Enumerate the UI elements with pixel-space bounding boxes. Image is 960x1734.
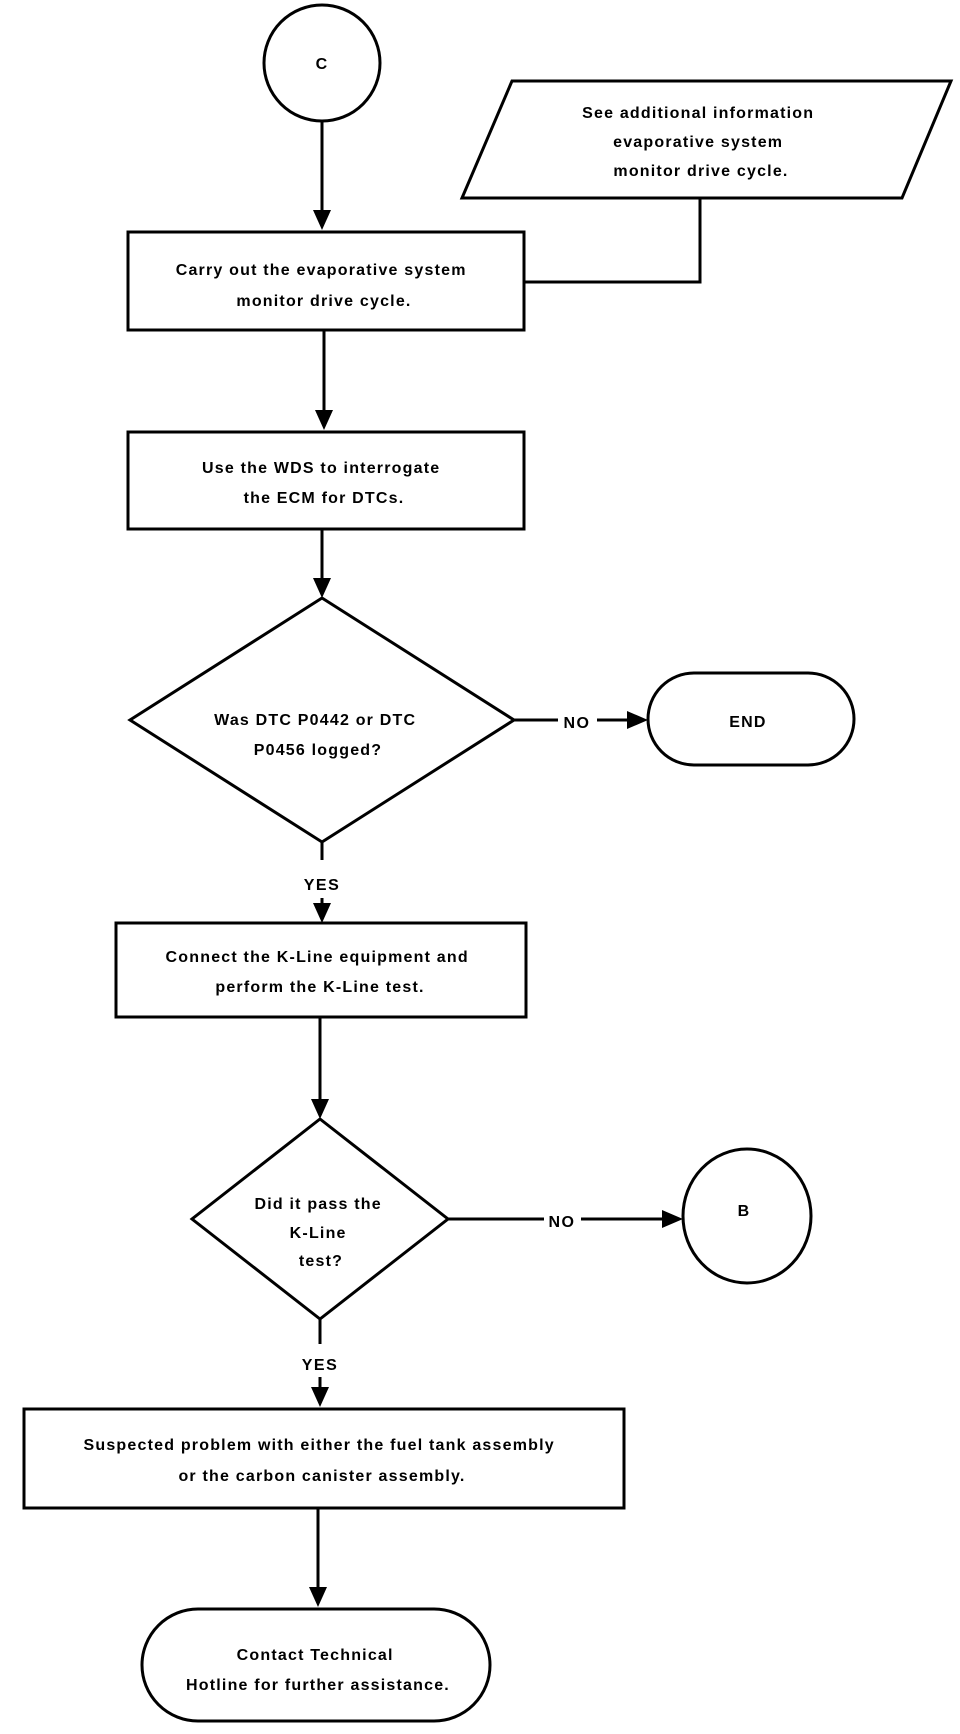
contact-line-1: Contact Technical bbox=[237, 1647, 394, 1664]
kline-no-label: NO bbox=[549, 1214, 576, 1231]
contact-line-2: Hotline for further assistance. bbox=[186, 1677, 450, 1694]
suspected-line-2: or the carbon canister assembly. bbox=[178, 1468, 465, 1485]
decision-dtc-logged: Was DTC P0442 or DTC P0456 logged? bbox=[127, 596, 517, 844]
terminal-contact-hotline: Contact Technical Hotline for further as… bbox=[140, 1607, 492, 1723]
svg-text:Connect the K-Line equipment a: Connect the K-Line equipment and perform… bbox=[166, 949, 475, 996]
additional-info-line-2: evaporative system bbox=[613, 134, 783, 151]
interrogate-line-1: Use the WDS to interrogate bbox=[202, 460, 440, 477]
arrowhead bbox=[315, 410, 333, 430]
connector-b: B bbox=[681, 1147, 813, 1285]
suspected-line-1: Suspected problem with either the fuel t… bbox=[83, 1437, 554, 1454]
svg-text:Suspected problem with either: Suspected problem with either the fuel t… bbox=[83, 1437, 560, 1485]
arrowhead bbox=[311, 1099, 329, 1119]
kline-pass-line-3: test? bbox=[299, 1253, 343, 1270]
decision-kline-pass: Did it pass the K-Line test? bbox=[189, 1117, 451, 1321]
additional-info-note: See additional information evaporative s… bbox=[459, 79, 954, 200]
arrowhead bbox=[313, 903, 331, 923]
connector-b-label: B bbox=[738, 1203, 751, 1220]
note-link-line bbox=[524, 198, 702, 284]
connector-c-label: C bbox=[316, 56, 329, 73]
drive-cycle-line-1: Carry out the evaporative system bbox=[176, 262, 467, 279]
arrowhead bbox=[311, 1387, 329, 1407]
step-kline-connect: Connect the K-Line equipment and perform… bbox=[114, 921, 528, 1019]
svg-text:See additional information: See additional information evaporative s… bbox=[582, 105, 820, 180]
connector-c: C bbox=[262, 3, 382, 123]
end-label: END bbox=[729, 714, 766, 731]
svg-text:Use the WDS to interrogate: Use the WDS to interrogate the ECM for D… bbox=[202, 460, 446, 507]
additional-info-line-3: monitor drive cycle. bbox=[613, 163, 788, 180]
dtc-logged-line-2: P0456 logged? bbox=[254, 742, 383, 759]
terminal-end: END bbox=[646, 671, 856, 767]
dtc-yes-label: YES bbox=[304, 877, 341, 894]
kline-pass-line-2: K-Line bbox=[290, 1225, 347, 1242]
svg-text:Did it pass the K-Line: Did it pass the K-Line test? bbox=[254, 1196, 387, 1270]
kline-connect-line-1: Connect the K-Line equipment and bbox=[166, 949, 469, 966]
dtc-logged-line-1: Was DTC P0442 or DTC bbox=[214, 712, 416, 729]
arrowhead bbox=[309, 1587, 327, 1607]
svg-text:Contact Technical Hotlin: Contact Technical Hotline for further as… bbox=[186, 1647, 450, 1694]
arrowhead bbox=[627, 711, 648, 729]
kline-connect-line-2: perform the K-Line test. bbox=[215, 979, 424, 996]
kline-pass-line-1: Did it pass the bbox=[254, 1196, 381, 1213]
arrowhead bbox=[313, 210, 331, 230]
svg-text:Was DTC P0442 or DTC P04: Was DTC P0442 or DTC P0456 logged? bbox=[214, 712, 422, 759]
dtc-no-label: NO bbox=[564, 715, 591, 732]
interrogate-line-2: the ECM for DTCs. bbox=[244, 490, 405, 507]
step-interrogate: Use the WDS to interrogate the ECM for D… bbox=[126, 430, 526, 531]
arrowhead bbox=[313, 578, 331, 598]
kline-yes-label: YES bbox=[302, 1357, 339, 1374]
additional-info-line-1: See additional information bbox=[582, 105, 814, 122]
svg-text:Carry out the evaporative syst: Carry out the evaporative system monitor… bbox=[176, 262, 473, 310]
drive-cycle-line-2: monitor drive cycle. bbox=[236, 293, 411, 310]
step-drive-cycle: Carry out the evaporative system monitor… bbox=[126, 230, 526, 332]
step-suspected-problem: Suspected problem with either the fuel t… bbox=[22, 1407, 626, 1510]
arrowhead bbox=[662, 1210, 683, 1228]
